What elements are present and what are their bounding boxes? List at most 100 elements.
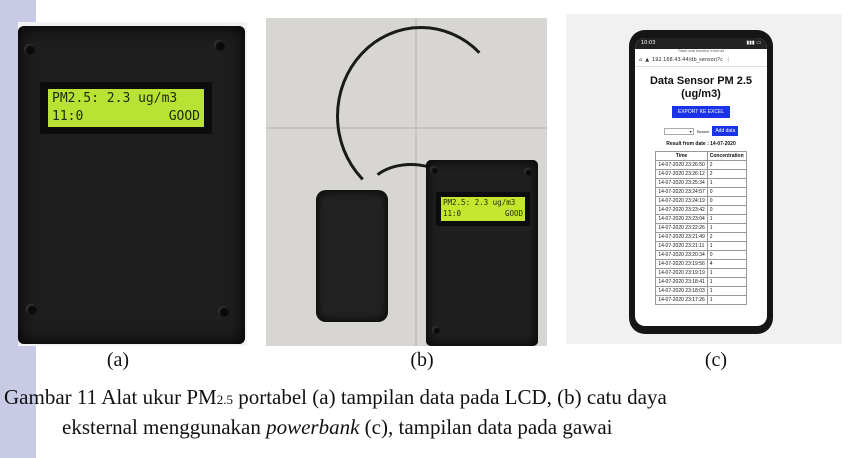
- date-select[interactable]: ▾: [663, 127, 694, 135]
- cell-concentration: 1: [706, 241, 747, 251]
- caption-italic: powerbank: [266, 415, 360, 439]
- caption-line-1: Gambar 11 Alat ukur PM2.5 portabel (a) t…: [4, 384, 864, 413]
- cell-concentration: 0: [706, 250, 747, 260]
- export-excel-button[interactable]: EXPORT KE EXCEL: [672, 106, 730, 118]
- menu-icon[interactable]: ⋮: [725, 56, 731, 63]
- home-icon[interactable]: ⌂: [639, 56, 643, 63]
- screw-icon: [24, 44, 35, 55]
- powerbank: [316, 190, 388, 322]
- cell-concentration: 0: [706, 187, 747, 197]
- page-title-line-1: Data Sensor PM 2.5: [649, 75, 753, 87]
- screw-icon: [524, 168, 532, 176]
- cell-time: 14-07-2020 23:24:57: [655, 187, 708, 197]
- cell-concentration: 1: [706, 268, 747, 278]
- smartphone: 10:03 ▮▮▮ ▭ Tidak ada koneksi internet ⌂…: [629, 30, 773, 334]
- lcd-line-1: PM2.5: 2.3 ug/m3: [52, 91, 178, 106]
- caption-text: (c), tampilan data pada gawai: [359, 415, 613, 439]
- caption-text: eksternal menggunakan: [62, 415, 267, 439]
- cell-concentration: 1: [706, 277, 747, 287]
- caption-line-2: eksternal menggunakan powerbank (c), tam…: [62, 414, 842, 441]
- label-c: (c): [704, 349, 728, 371]
- cell-concentration: 2: [706, 232, 747, 242]
- lcd-display: PM2.5: 2.3 ug/m3 11:0 GOOD: [48, 89, 204, 127]
- status-bar: 10:03 ▮▮▮ ▭: [635, 38, 767, 49]
- result-text: Result from date : 14-07-2020: [666, 141, 736, 147]
- photo-phone-display: 10:03 ▮▮▮ ▭ Tidak ada koneksi internet ⌂…: [566, 14, 842, 344]
- url-text[interactable]: 192.168.43.44/db_sensor/?c: [652, 56, 723, 63]
- cell-concentration: 2: [706, 169, 747, 179]
- phone-screen: 10:03 ▮▮▮ ▭ Tidak ada koneksi internet ⌂…: [635, 38, 767, 326]
- cell-concentration: 0: [706, 196, 747, 206]
- url-bar[interactable]: ⌂ ▲ 192.168.43.44/db_sensor/?c ⋮: [635, 53, 767, 67]
- search-button[interactable]: Search: [696, 128, 710, 134]
- lcd-line-2: 11:0: [443, 209, 462, 218]
- cell-concentration: 1: [706, 223, 747, 233]
- cell-time: 14-07-2020 23:24:19: [655, 196, 708, 206]
- label-b: (b): [410, 349, 434, 371]
- lcd-line-2: 11:0: [52, 109, 84, 124]
- cell-time: 14-07-2020 23:19:56: [655, 259, 708, 269]
- cell-time: 14-07-2020 23:26:12: [655, 169, 708, 179]
- cell-time: 14-07-2020 23:26:50: [655, 160, 708, 170]
- screw-icon: [214, 40, 225, 51]
- device-enclosure: PM2.5: 2.3 ug/m3 11:0 GOOD: [18, 26, 245, 344]
- cell-time: 14-07-2020 23:17:26: [655, 295, 708, 305]
- page-title: Data Sensor PM 2.5 (ug/m3): [635, 75, 767, 101]
- lcd-frame: PM2.5: 2.3 ug/m3 11:0 GOOD: [436, 192, 530, 226]
- screw-icon: [430, 166, 438, 174]
- lcd-display: PM2.5: 2.3 ug/m3 11:0 GOOD: [441, 197, 525, 221]
- label-a: (a): [106, 349, 130, 371]
- cell-concentration: 1: [706, 214, 747, 224]
- screw-icon: [432, 326, 440, 334]
- cell-time: 14-07-2020 23:18:41: [655, 277, 708, 287]
- filter-row: ▾ Search Add data: [635, 126, 767, 136]
- caption-subscript: 2.5: [216, 392, 233, 407]
- cell-time: 14-07-2020 23:19:19: [655, 268, 708, 278]
- cell-time: 14-07-2020 23:21:11: [655, 241, 708, 251]
- screw-icon: [218, 306, 229, 317]
- lcd-line-1: PM2.5: 2.3 ug/m3: [443, 198, 516, 207]
- add-data-button[interactable]: Add data: [712, 126, 739, 136]
- cell-concentration: 0: [706, 205, 747, 215]
- cell-time: 14-07-2020 23:18:03: [655, 286, 708, 296]
- cell-time: 14-07-2020 23:23:42: [655, 205, 708, 215]
- warning-icon: ▲: [645, 56, 650, 63]
- lcd-status: GOOD: [504, 209, 523, 218]
- cell-time: 14-07-2020 23:20:34: [655, 250, 708, 260]
- device-enclosure: PM2.5: 2.3 ug/m3 11:0 GOOD: [426, 160, 538, 346]
- cell-time: 14-07-2020 23:23:04: [655, 214, 708, 224]
- page-title-line-2: (ug/m3): [681, 88, 721, 100]
- photo-powerbank-setup: PM2.5: 2.3 ug/m3 11:0 GOOD: [266, 18, 547, 346]
- cell-time: 14-07-2020 23:22:26: [655, 223, 708, 233]
- caption-text: Gambar 11 Alat ukur PM: [4, 385, 217, 409]
- caption-text: portabel (a) tampilan data pada LCD, (b)…: [232, 385, 667, 409]
- cell-concentration: 1: [706, 286, 747, 296]
- table-header-concentration: Concentration: [706, 151, 747, 161]
- lcd-status: GOOD: [168, 109, 200, 124]
- usb-cable: [336, 26, 506, 206]
- screw-icon: [26, 304, 37, 315]
- cell-concentration: 1: [706, 295, 747, 305]
- cell-concentration: 4: [706, 259, 747, 269]
- table-header-time: Time: [655, 151, 708, 161]
- lcd-frame: PM2.5: 2.3 ug/m3 11:0 GOOD: [40, 82, 212, 134]
- photo-lcd-device: PM2.5: 2.3 ug/m3 11:0 GOOD: [18, 22, 247, 346]
- cell-concentration: 1: [706, 178, 747, 188]
